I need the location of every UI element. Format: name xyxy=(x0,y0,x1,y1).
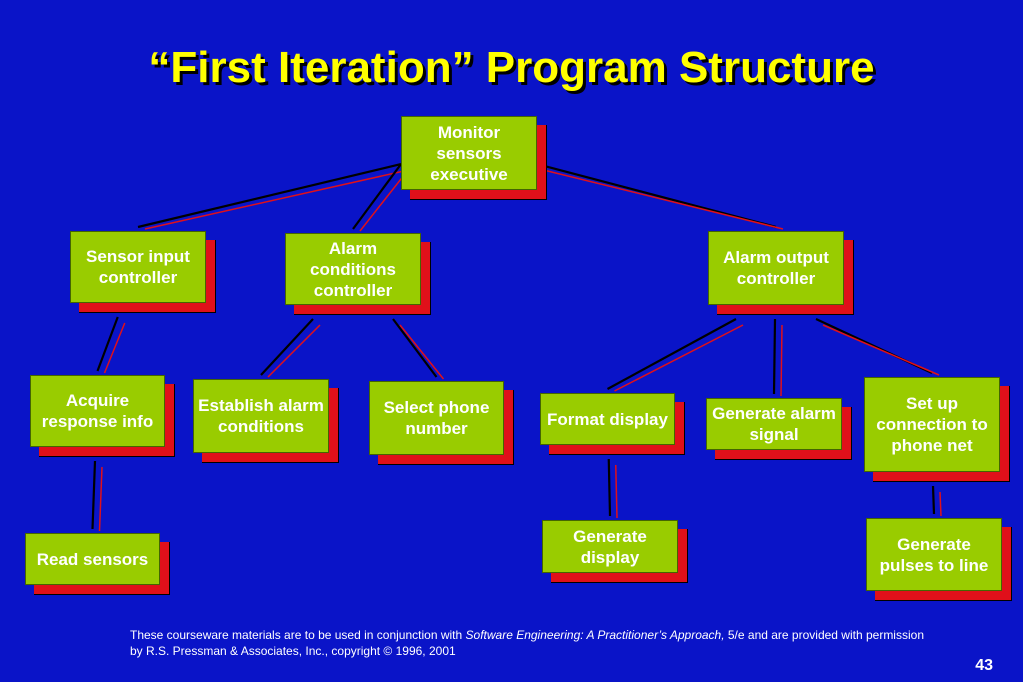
connector-line xyxy=(96,316,119,372)
connector-shadow-line xyxy=(822,324,940,376)
connector-shadow-line xyxy=(615,464,618,519)
node-label: Acquire response info xyxy=(30,375,165,447)
connector-line xyxy=(931,485,936,515)
node-label: Monitor sensors executive xyxy=(401,116,537,190)
node-select-phone-number: Select phone number xyxy=(369,381,514,465)
connector-line xyxy=(607,458,612,517)
node-label: Format display xyxy=(540,393,675,445)
node-alarm-conditions-controller: Alarm conditions controller xyxy=(285,233,431,315)
node-read-sensors: Read sensors xyxy=(25,533,170,595)
node-sensor-input-controller: Sensor input controller xyxy=(70,231,216,313)
node-generate-alarm-signal: Generate alarm signal xyxy=(706,398,852,460)
connector-shadow-line xyxy=(780,324,783,397)
node-establish-alarm-conditions: Establish alarm conditions xyxy=(193,379,339,463)
connector-line xyxy=(772,318,777,395)
node-label: Alarm conditions controller xyxy=(285,233,421,305)
connector-line xyxy=(91,460,97,530)
connector-shadow-line xyxy=(98,466,103,532)
node-label: Generate display xyxy=(542,520,678,573)
connector-shadow-line xyxy=(144,169,409,230)
connector-shadow-line xyxy=(543,169,784,230)
footer-text-start: These courseware materials are to be use… xyxy=(130,628,466,642)
node-acquire-response-info: Acquire response info xyxy=(30,375,175,457)
slide-title: “First Iteration” Program Structure xyxy=(148,43,875,92)
footer-book-title: Software Engineering: A Practitioner’s A… xyxy=(465,628,725,642)
connector-line xyxy=(137,163,402,229)
connector-line xyxy=(606,318,737,390)
connector-shadow-line xyxy=(399,324,445,380)
node-generate-display: Generate display xyxy=(542,520,688,583)
connector-line xyxy=(260,318,314,376)
node-generate-pulses-to-line: Generate pulses to line xyxy=(866,518,1012,601)
connector-shadow-line xyxy=(103,322,126,374)
node-label: Generate pulses to line xyxy=(866,518,1002,591)
connector-shadow-line xyxy=(939,491,942,517)
connector-line xyxy=(352,163,402,230)
connector-shadow-line xyxy=(614,324,744,392)
copyright-footer: These courseware materials are to be use… xyxy=(130,627,930,659)
node-set-up-connection-to-phone-net: Set up connection to phone net xyxy=(864,377,1010,482)
node-label: Set up connection to phone net xyxy=(864,377,1000,472)
footer-text-end: 5/e and are provided with permission by … xyxy=(130,628,924,658)
connector-shadow-line xyxy=(267,324,321,378)
node-alarm-output-controller: Alarm output controller xyxy=(708,231,854,315)
node-monitor-sensors-executive: Monitor sensors executive xyxy=(401,116,547,200)
node-label: Establish alarm conditions xyxy=(193,379,329,453)
node-label: Read sensors xyxy=(25,533,160,585)
connector-shadow-line xyxy=(359,169,409,232)
node-label: Sensor input controller xyxy=(70,231,206,303)
node-format-display: Format display xyxy=(540,393,685,455)
node-label: Select phone number xyxy=(369,381,504,455)
node-label: Alarm output controller xyxy=(708,231,844,305)
node-label: Generate alarm signal xyxy=(706,398,842,450)
page-number: 43 xyxy=(975,657,993,674)
connector-line xyxy=(536,163,777,229)
connector-line xyxy=(392,318,438,378)
